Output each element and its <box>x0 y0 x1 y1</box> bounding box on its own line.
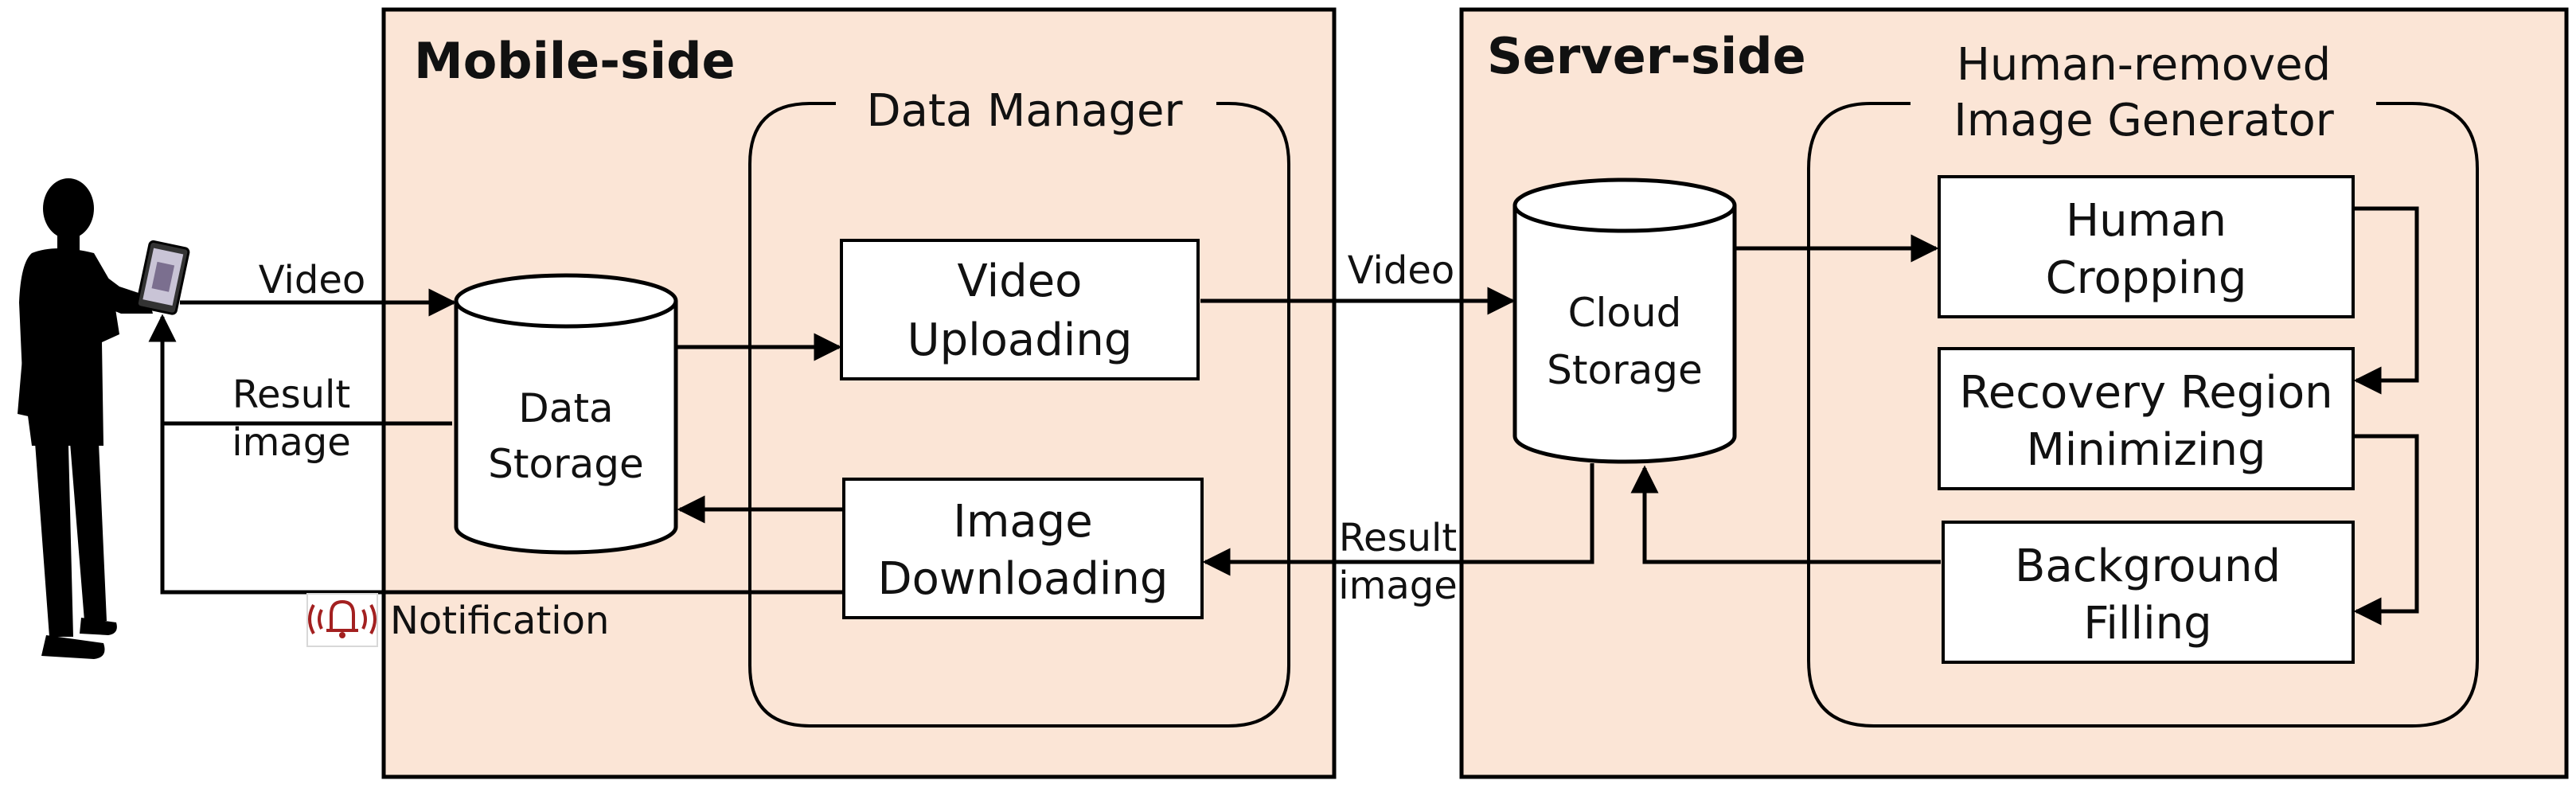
recovery-region-label-line2: Minimizing <box>2026 424 2266 476</box>
arrow-notification-to-user <box>148 314 842 595</box>
arrow-cloud-to-downloading <box>1202 463 1594 576</box>
human-cropping-label-line1: Human <box>2066 195 2227 247</box>
image-generator-title-line2: Image Generator <box>1953 95 2335 146</box>
cloud-storage-cylinder: Cloud Storage <box>1512 177 1737 464</box>
background-filling-box: Background Filling <box>1942 521 2355 664</box>
data-storage-label-line2: Storage <box>488 441 644 487</box>
background-filling-label-line1: Background <box>2015 540 2281 592</box>
image-downloading-box: Image Downloading <box>842 478 1204 619</box>
background-filling-label-line2: Filling <box>2083 598 2211 650</box>
image-generator-group-outline <box>1807 102 2479 728</box>
server-side-title: Server-side <box>1487 27 1806 85</box>
image-downloading-label-line1: Image <box>953 496 1092 548</box>
recovery-region-minimizing-box: Recovery Region Minimizing <box>1938 347 2355 490</box>
label-video-mid: Video <box>1348 248 1454 293</box>
image-generator-title-line1: Human-removed <box>1957 39 2331 91</box>
recovery-region-label-line1: Recovery Region <box>1959 367 2332 419</box>
label-video-left: Video <box>259 258 365 302</box>
label-result-left-line1: Result <box>232 373 350 417</box>
arrow-cropping-to-recovery <box>2353 206 2419 395</box>
arrow-recovery-to-filling <box>2353 434 2419 626</box>
human-cropping-label-line2: Cropping <box>2046 252 2247 304</box>
label-result-mid-line1: Result <box>1339 516 1457 560</box>
image-downloading-label-line2: Downloading <box>878 553 1169 605</box>
person-with-tablet-icon <box>18 178 190 659</box>
human-cropping-box: Human Cropping <box>1938 175 2355 318</box>
data-manager-title: Data Manager <box>867 85 1184 137</box>
data-storage-label-line1: Data <box>518 385 613 431</box>
video-uploading-label-line2: Uploading <box>907 314 1133 366</box>
data-manager-group-outline <box>748 102 1290 728</box>
mobile-side-title: Mobile-side <box>414 32 736 90</box>
data-storage-cylinder: Data Storage <box>454 273 678 555</box>
cloud-storage-label-line2: Storage <box>1547 347 1703 393</box>
video-uploading-label-line1: Video <box>958 256 1083 307</box>
bell-notification-icon <box>306 593 378 647</box>
label-notification: Notification <box>390 599 609 643</box>
cloud-storage-label-line1: Cloud <box>1568 290 1682 336</box>
video-uploading-box: Video Uploading <box>840 239 1200 380</box>
label-result-mid-line2: image <box>1338 564 1458 608</box>
label-result-left-line2: image <box>232 420 351 465</box>
arrow-filling-to-cloud-storage <box>1630 465 1941 564</box>
